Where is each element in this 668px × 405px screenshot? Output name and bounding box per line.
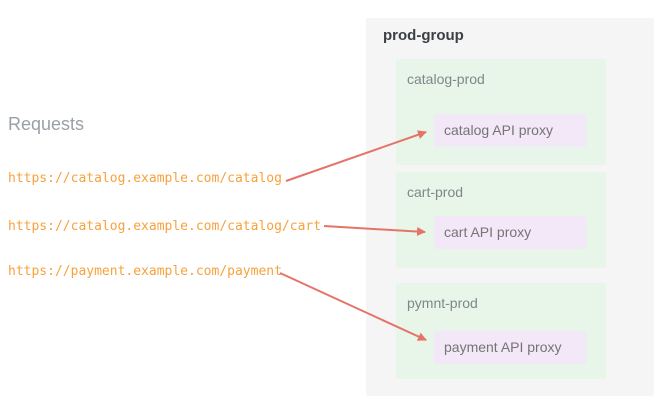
environment-cart-prod: cart-prod cart API proxy xyxy=(396,172,606,268)
request-url-catalog: https://catalog.example.com/catalog xyxy=(8,171,282,186)
request-url-payment: https://payment.example.com/payment xyxy=(8,264,282,279)
environment-label: pymnt-prod xyxy=(407,295,478,311)
request-url-catalog-cart: https://catalog.example.com/catalog/cart xyxy=(8,219,322,234)
environment-label: cart-prod xyxy=(407,184,464,200)
environment-label: catalog-prod xyxy=(407,71,485,87)
environment-group-title: prod-group xyxy=(383,27,464,44)
requests-section-title: Requests xyxy=(8,114,85,134)
environment-catalog-prod: catalog-prod catalog API proxy xyxy=(396,59,606,165)
api-proxy-payment: payment API proxy xyxy=(434,331,586,364)
environment-pymnt-prod: pymnt-prod payment API proxy xyxy=(396,283,606,379)
environment-group-box: prod-group catalog-prod catalog API prox… xyxy=(366,18,654,396)
api-proxy-catalog: catalog API proxy xyxy=(434,114,586,147)
api-proxy-cart: cart API proxy xyxy=(434,216,586,249)
